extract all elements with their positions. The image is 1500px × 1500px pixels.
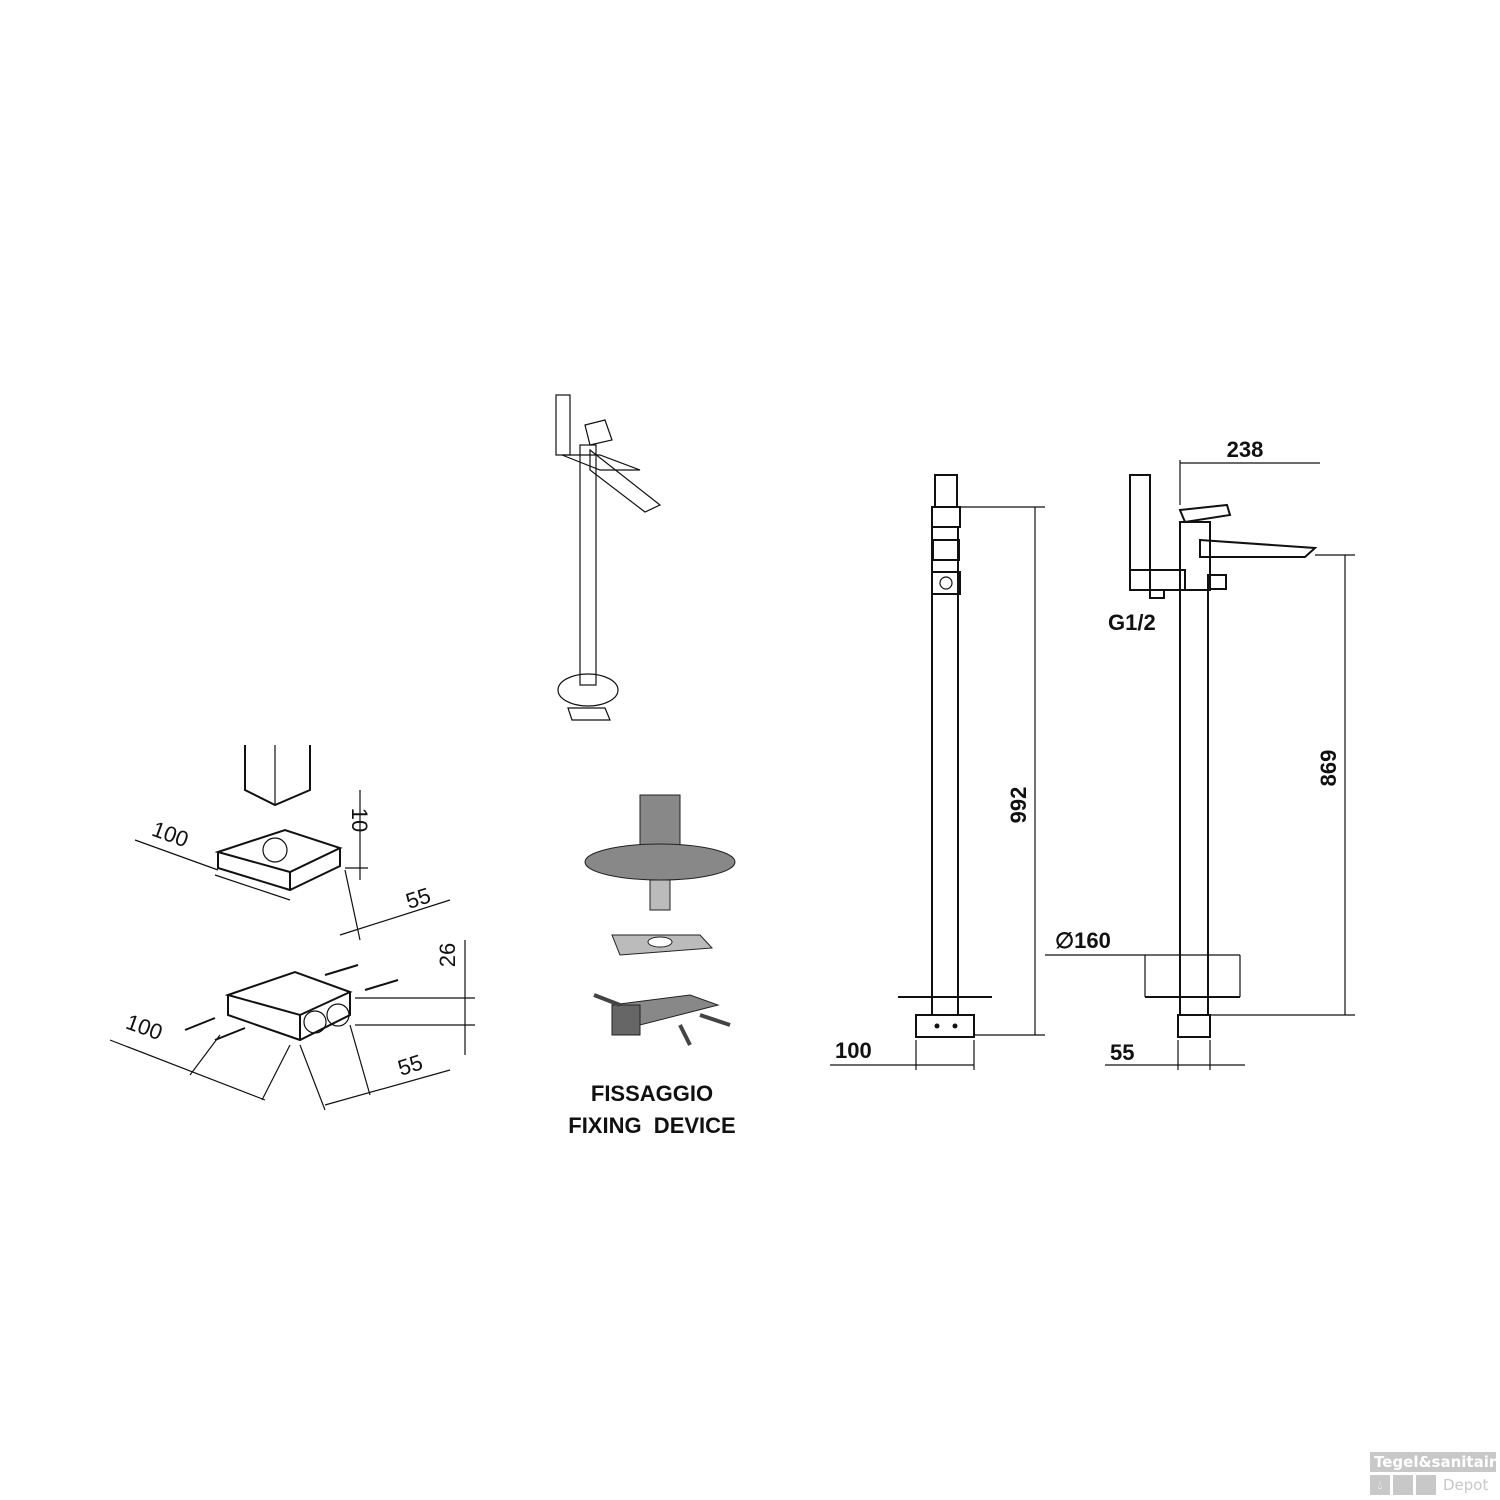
dim-plate-height: 10 — [347, 808, 372, 832]
water-drop-icon: 💧︎ — [1370, 1475, 1390, 1495]
dim-spout-height: 869 — [1316, 750, 1341, 787]
fixing-caption-it: FISSAGGIO — [591, 1081, 713, 1106]
dim-block-height: 26 — [435, 943, 460, 967]
dim-block-width: 100 — [123, 1009, 166, 1045]
faucet-perspective — [555, 394, 662, 721]
dim-total-height: 992 — [1006, 787, 1031, 824]
dim-spout-reach: 238 — [1227, 437, 1264, 462]
dim-flange-diameter: ∅160 — [1055, 928, 1111, 953]
watermark-logo: Tegel&sanitair 💧︎ Depot — [1370, 1452, 1496, 1495]
front-view — [830, 474, 1045, 1070]
label-connection: G1/2 — [1108, 610, 1156, 635]
watermark-line2: Depot — [1443, 1476, 1489, 1494]
fixing-device-illustration — [584, 794, 736, 1046]
dim-side-base: 55 — [1110, 1040, 1134, 1065]
dim-block-depth: 55 — [395, 1049, 426, 1080]
fixing-caption-en: FIXING DEVICE — [568, 1113, 735, 1138]
logo-square — [1393, 1475, 1413, 1495]
side-view — [1045, 460, 1355, 1070]
dim-front-base: 100 — [835, 1038, 872, 1063]
dim-plate-depth: 55 — [403, 883, 434, 914]
watermark-line1: Tegel&sanitair — [1370, 1452, 1496, 1472]
logo-square — [1416, 1475, 1436, 1495]
exploded-mounting-view — [109, 745, 475, 1111]
